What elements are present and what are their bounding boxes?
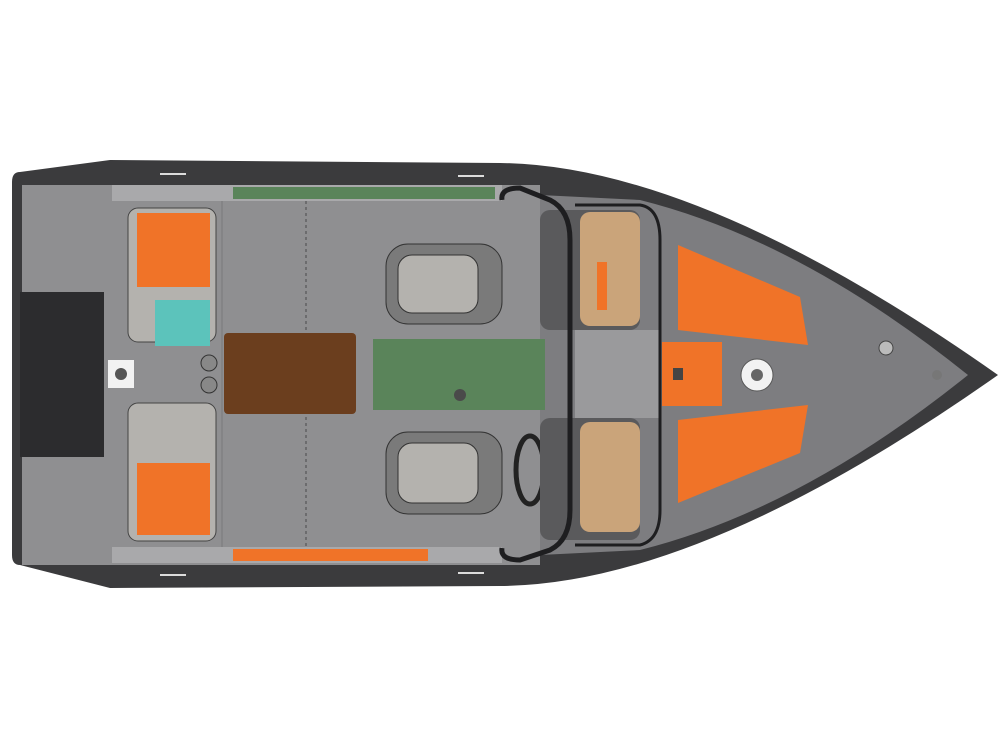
bow-latch: [673, 368, 683, 380]
casting-deck-brown: [224, 333, 356, 414]
livewell-teal: [155, 300, 210, 346]
livewell-control: [200, 354, 218, 372]
bow-cushion-starboard: [678, 405, 808, 503]
stern-drain: [115, 368, 127, 380]
helm-chair-port: [385, 243, 503, 325]
livewell-control: [200, 376, 218, 394]
console-port-panel: [580, 212, 640, 326]
rear-seat-port-cushion: [137, 213, 210, 287]
bow-storage-lid: [662, 342, 722, 406]
windshield-frame: [499, 185, 573, 563]
trolling-motor-hole: [751, 369, 763, 381]
console-starboard-panel: [580, 422, 640, 532]
console-port-throttle: [597, 262, 607, 310]
green-rod-storage-strip: [233, 187, 495, 199]
walkthrough: [575, 330, 660, 418]
bow-light: [878, 340, 894, 356]
cleats: [160, 173, 484, 576]
hatch-latch: [454, 389, 466, 401]
bow-drain: [932, 370, 942, 380]
stern-box: [20, 292, 104, 457]
rear-seat-starboard-cushion: [137, 463, 210, 535]
orange-storage-strip: [233, 549, 428, 561]
windshield-frame-outer: [575, 203, 662, 547]
bow-cushion-port: [678, 245, 808, 345]
helm-chair-starboard: [385, 431, 503, 515]
